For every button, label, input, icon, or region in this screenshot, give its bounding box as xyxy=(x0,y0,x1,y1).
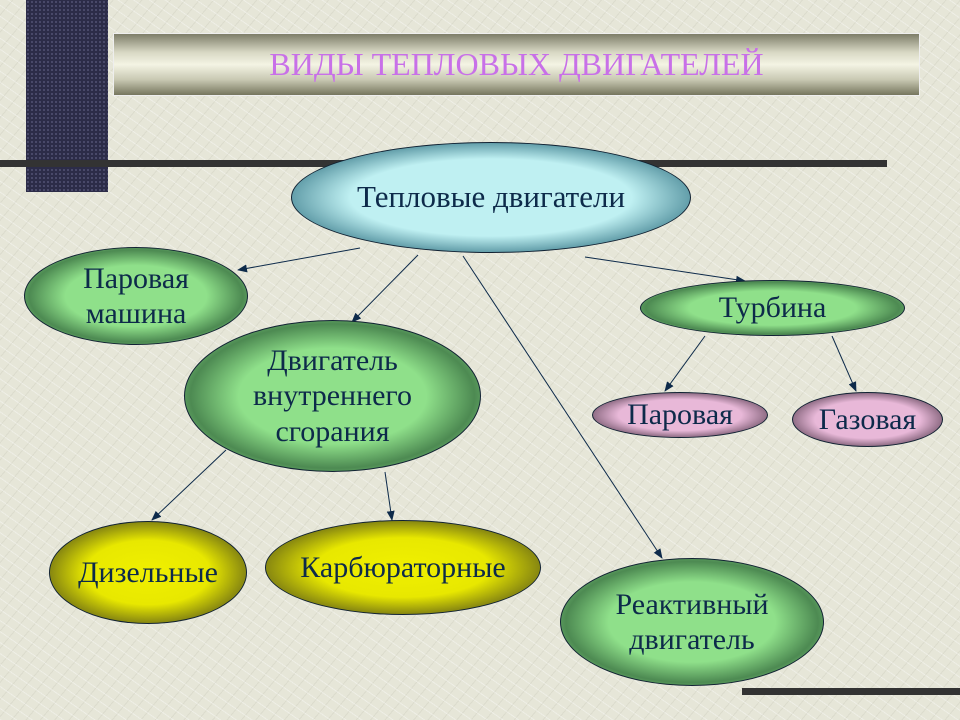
arrow-root-jet xyxy=(462,255,663,559)
node-label: Двигатель внутреннего сгорания xyxy=(253,343,412,448)
node-label: Паровая машина xyxy=(83,261,189,330)
node-carburetor: Карбюраторные xyxy=(265,520,541,615)
node-steam-engine: Паровая машина xyxy=(24,247,248,345)
arrow-root-turbine xyxy=(584,256,746,284)
node-steam-turbine: Паровая xyxy=(592,392,768,438)
node-label: Реактивный двигатель xyxy=(615,587,769,656)
arrow-turbine-steam xyxy=(664,335,706,392)
arrow-ice-diesel xyxy=(151,449,227,521)
page-title: ВИДЫ ТЕПЛОВЫХ ДВИГАТЕЛЕЙ xyxy=(269,46,764,82)
title-bar: ВИДЫ ТЕПЛОВЫХ ДВИГАТЕЛЕЙ xyxy=(113,33,920,96)
node-gas-turbine: Газовая xyxy=(792,392,943,447)
node-label: Паровая xyxy=(627,398,733,432)
arrow-root-ice xyxy=(351,254,419,323)
node-turbine: Турбина xyxy=(640,280,905,336)
arrow-root-steam-engine xyxy=(237,247,361,273)
arrow-ice-carburetor xyxy=(384,471,395,521)
node-ice: Двигатель внутреннего сгорания xyxy=(184,320,481,472)
node-label: Карбюраторные xyxy=(300,550,506,584)
node-label: Дизельные xyxy=(78,555,218,589)
node-label: Газовая xyxy=(818,402,917,436)
node-label: Тепловые двигатели xyxy=(356,179,626,215)
node-root: Тепловые двигатели xyxy=(291,142,691,253)
arrow-turbine-gas xyxy=(831,335,857,392)
node-diesel: Дизельные xyxy=(49,521,247,624)
divider-line-bottom xyxy=(742,688,960,695)
node-jet: Реактивный двигатель xyxy=(560,558,824,686)
node-label: Турбина xyxy=(718,291,827,325)
